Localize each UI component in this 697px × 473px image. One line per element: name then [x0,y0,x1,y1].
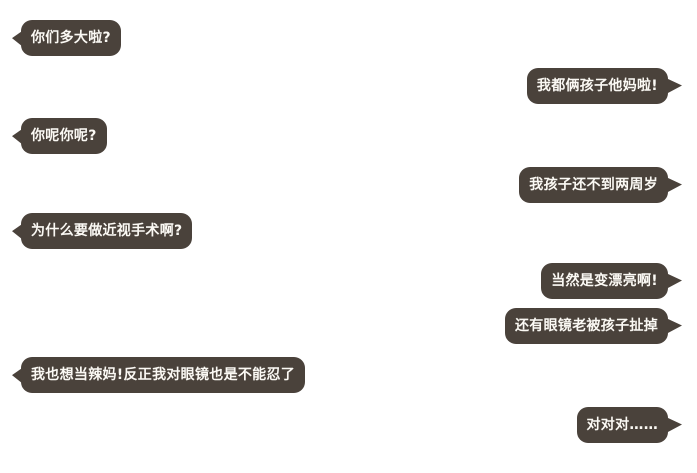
chat-bubble-right: 对对对…… [576,407,668,443]
chat-bubble-text: 为什么要做近视手术啊? [31,223,183,239]
chat-bubble-text: 我也想当辣妈!反正我对眼镜也是不能忍了 [31,367,296,383]
chat-bubble-left: 你呢你呢? [21,118,107,154]
chat-bubble-text: 我都俩孩子他妈啦! [536,78,658,94]
chat-bubble-left: 你们多大啦? [21,20,121,56]
chat-bubble-text: 我孩子还不到两周岁 [529,177,658,193]
chat-bubble-left: 我也想当辣妈!反正我对眼镜也是不能忍了 [21,357,306,393]
chat-bubble-text: 你们多大啦? [31,30,111,46]
chat-bubble-right: 我孩子还不到两周岁 [519,167,668,203]
chat-bubble-text: 你呢你呢? [31,128,97,144]
chat-bubble-text: 对对对…… [586,417,658,433]
chat-bubble-right: 当然是变漂亮啊! [541,263,668,299]
chat-bubble-right: 还有眼镜老被孩子扯掉 [505,308,668,344]
chat-bubble-left: 为什么要做近视手术啊? [21,213,193,249]
chat-bubble-text: 当然是变漂亮啊! [551,273,658,289]
chat-bubble-text: 还有眼镜老被孩子扯掉 [515,318,658,334]
chat-bubble-right: 我都俩孩子他妈啦! [526,68,668,104]
